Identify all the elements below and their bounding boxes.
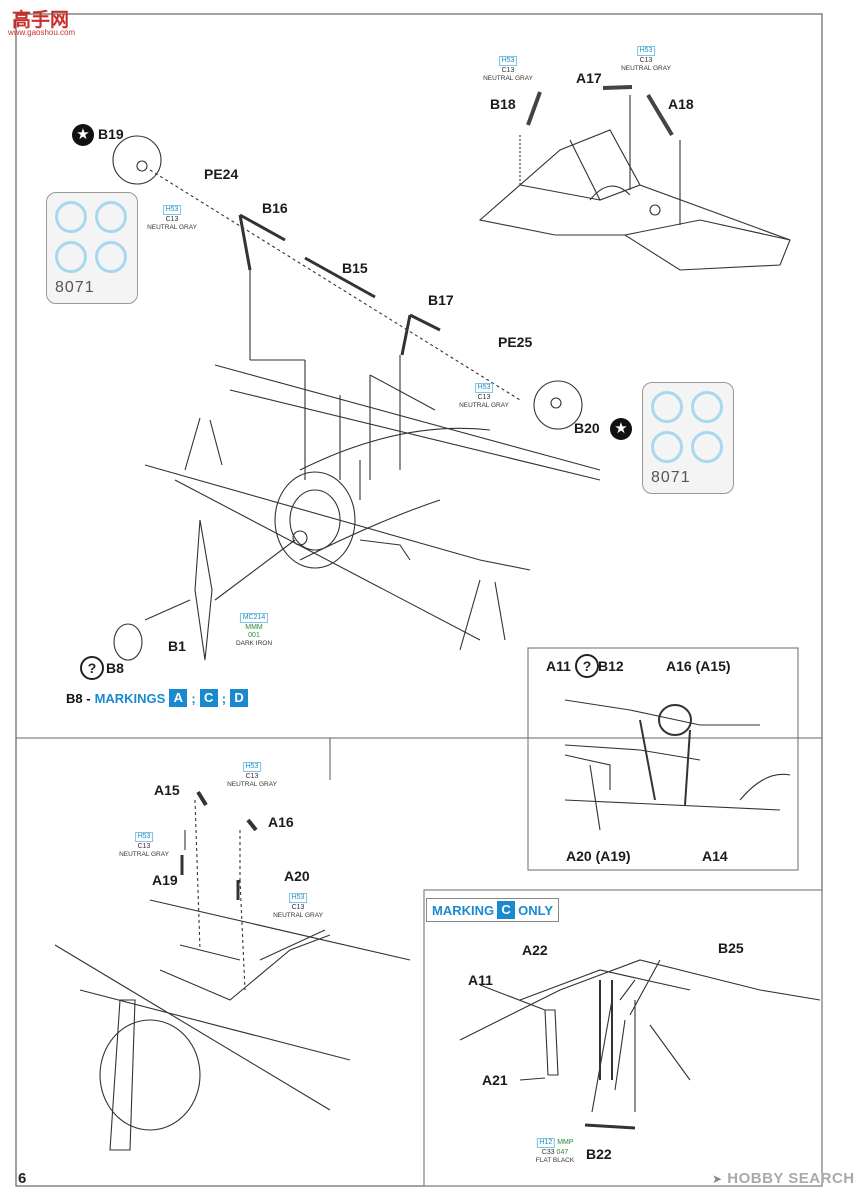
mask-ring	[651, 391, 683, 423]
part-label-b17: B17	[428, 292, 454, 308]
paint-callout-neutral-gray: H53 C13 NEUTRAL GRAY	[227, 762, 277, 788]
marking-letter: A	[169, 689, 188, 707]
part-label-pe25: PE25	[498, 334, 533, 350]
watermark-url: www.gaoshou.com	[8, 28, 76, 37]
mask-code: 8071	[651, 469, 691, 486]
marking-letter: D	[230, 689, 249, 707]
footer-brand: ➤ HOBBY SEARCH	[712, 1170, 855, 1187]
star-icon: ★	[610, 418, 632, 440]
page-number: 6	[18, 1170, 27, 1187]
star-icon: ★	[72, 124, 94, 146]
part-label-a19: A19	[152, 872, 178, 888]
part-label-a15: A15	[154, 782, 180, 798]
part-label-b18: B18	[490, 96, 516, 112]
markings-word: MARKINGS	[94, 690, 166, 706]
marking-c-assembly	[459, 959, 821, 1130]
marking-c-frame	[423, 889, 823, 1187]
marking-c-only-header: MARKING C ONLY	[426, 898, 560, 922]
part-label-a11-inset: A11	[546, 658, 571, 674]
part-label-a20: A20	[284, 868, 310, 884]
mask-sheet-left: 8071	[46, 192, 138, 304]
part-label-a21: A21	[482, 1072, 508, 1088]
part-label-b19: B19	[98, 126, 124, 142]
question-icon: ?	[575, 654, 599, 678]
only-word: ONLY	[518, 902, 554, 918]
page-frame	[15, 13, 823, 1187]
tail-assembly	[478, 85, 791, 271]
part-label-b20: B20	[574, 420, 600, 436]
part-label-b15: B15	[342, 260, 368, 276]
markings-prefix: B8 -	[66, 690, 91, 706]
part-label-a22: A22	[522, 942, 548, 958]
marking-word: MARKING	[432, 902, 495, 918]
part-label-b16: B16	[262, 200, 288, 216]
paint-callout-neutral-gray: H53 C13 NEUTRAL GRAY	[147, 205, 197, 231]
mask-ring	[95, 241, 127, 273]
mask-ring	[651, 431, 683, 463]
cockpit-assembly-lower	[54, 790, 411, 1151]
part-label-a17: A17	[576, 70, 602, 86]
part-label-a16-a15: A16 (A15)	[666, 658, 731, 674]
detail-inset-frame	[527, 647, 799, 871]
part-label-pe24: PE24	[204, 166, 239, 182]
watermark-brand: 高手网	[12, 10, 70, 31]
part-label-b8: B8	[106, 660, 124, 676]
mask-ring	[55, 201, 87, 233]
marking-letter: C	[497, 901, 516, 919]
part-label-a20-a19: A20 (A19)	[566, 848, 631, 864]
mask-sheet-right: 8071	[642, 382, 734, 494]
part-label-a14: A14	[702, 848, 728, 864]
paint-callout-neutral-gray: H53 C13 NEUTRAL GRAY	[621, 46, 671, 72]
paint-callout-neutral-gray: H53 C13 NEUTRAL GRAY	[119, 832, 169, 858]
part-label-b22: B22	[586, 1146, 612, 1162]
markings-bar: B8 - MARKINGS A; C; D	[66, 689, 249, 707]
part-label-a11: A11	[468, 972, 493, 988]
mask-ring	[691, 391, 723, 423]
main-fuselage-assembly	[112, 135, 601, 661]
paint-callout-flat-black: H12 MMP C33 047 FLAT BLACK	[535, 1138, 575, 1164]
mask-ring	[95, 201, 127, 233]
paint-callout-neutral-gray: H53 C13 NEUTRAL GRAY	[273, 893, 323, 919]
footer-mark: ➤	[712, 1172, 723, 1186]
paint-callout-neutral-gray: H53 C13 NEUTRAL GRAY	[459, 383, 509, 409]
paint-callout-neutral-gray: H53 C13 NEUTRAL GRAY	[483, 56, 533, 82]
mask-ring	[691, 431, 723, 463]
part-label-a18: A18	[668, 96, 694, 112]
part-label-b12: B12	[598, 658, 624, 674]
mask-code: 8071	[55, 279, 95, 296]
part-label-b1: B1	[168, 638, 186, 654]
paint-callout-dark-iron: MC214 MMM 001 DARK IRON	[235, 613, 273, 647]
part-label-b25: B25	[718, 940, 744, 956]
cockpit-detail	[564, 699, 791, 831]
question-icon: ?	[80, 656, 104, 680]
mask-ring	[55, 241, 87, 273]
part-label-a16: A16	[268, 814, 294, 830]
marking-letter: C	[199, 689, 218, 707]
